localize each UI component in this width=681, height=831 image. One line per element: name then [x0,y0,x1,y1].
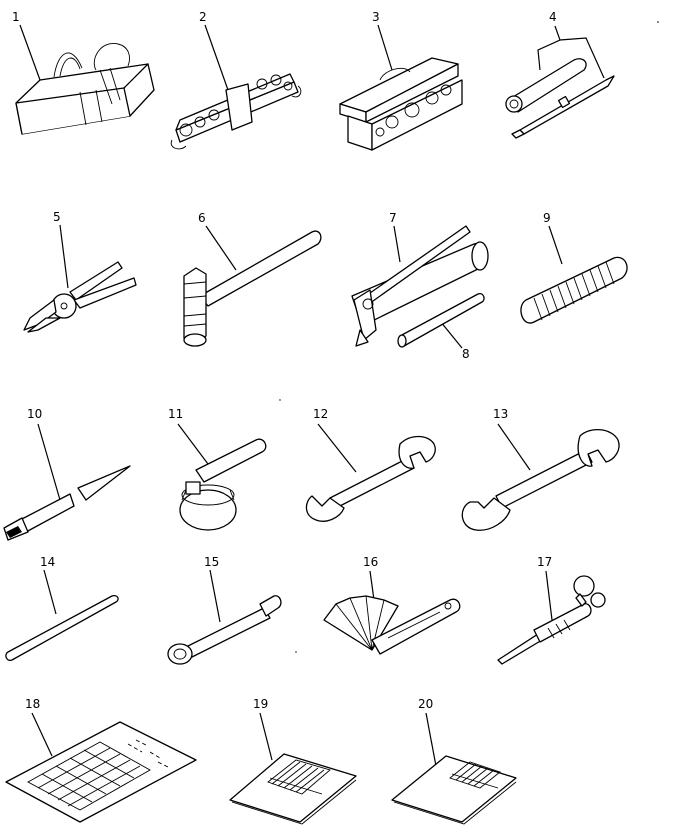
part-7-leader [393,225,401,263]
part-20-manual: 20 [391,697,517,825]
part-9-hose: 9 [520,211,628,324]
part-18-leader [31,712,53,757]
part-16-feeler-gauge: 16 [323,555,461,655]
part-3-leader [377,24,393,71]
part-8-extension-pipe: 8 [397,293,485,361]
part-12-label: 12 [313,407,328,421]
part-9-label: 9 [543,211,551,225]
part-20-label: 20 [418,697,433,711]
part-17-leader [545,570,553,621]
part-20-leader [425,712,437,767]
part-4-screwdriver-set: 4 [505,10,615,139]
part-4-leader [537,25,605,79]
part-19-label: 19 [253,697,268,711]
part-2-label: 2 [199,10,207,24]
part-15-box-wrench: 15 [167,555,282,665]
part-14-label: 14 [40,555,55,569]
part-16-leader [369,570,375,601]
part-2-wrench-set: 2 [170,10,302,150]
part-9-leader [548,225,563,265]
part-19-manual: 19 [229,697,357,825]
part-17-label: 17 [537,555,552,569]
part-11-label: 11 [168,407,183,421]
part-1-leader [19,24,41,81]
part-11-leader [177,423,209,465]
part-15-label: 15 [204,555,219,569]
part-16-label: 16 [363,555,378,569]
part-19-leader [259,712,273,761]
part-4-label: 4 [549,10,557,24]
part-1-label: 1 [12,10,20,24]
part-12-leader [317,423,357,473]
part-7-grease-gun: 7 [351,211,489,347]
part-14-rod: 14 [5,555,119,661]
part-10-leader [37,423,61,501]
part-6-leader [205,225,237,271]
part-1-tool-bag: 1 [12,10,155,135]
part-17-screwdriver: 17 [497,555,606,665]
part-13-label: 13 [493,407,508,421]
part-8-label: 8 [462,347,470,361]
part-6-label: 6 [198,211,206,225]
part-5-leader [59,224,69,289]
part-10-label: 10 [27,407,42,421]
part-13-wrench: 13 [461,407,620,531]
part-14-leader [43,569,57,615]
part-11-filter-wrench: 11 [168,407,267,531]
part-12-wrench: 12 [305,407,436,522]
scan-specks [279,21,659,653]
part-2-leader [204,24,229,91]
part-18-chart-sheet: 18 [5,697,197,823]
part-7-label: 7 [389,211,397,225]
part-3-tool-box: 3 [339,10,463,151]
part-15-leader [209,569,221,623]
part-10-scraper: 10 [3,407,131,541]
part-13-leader [497,423,531,471]
part-6-hammer: 6 [183,211,322,347]
part-5-pliers: 5 [23,210,137,333]
part-3-label: 3 [372,10,380,24]
part-5-label: 5 [53,210,61,224]
part-18-label: 18 [25,697,40,711]
